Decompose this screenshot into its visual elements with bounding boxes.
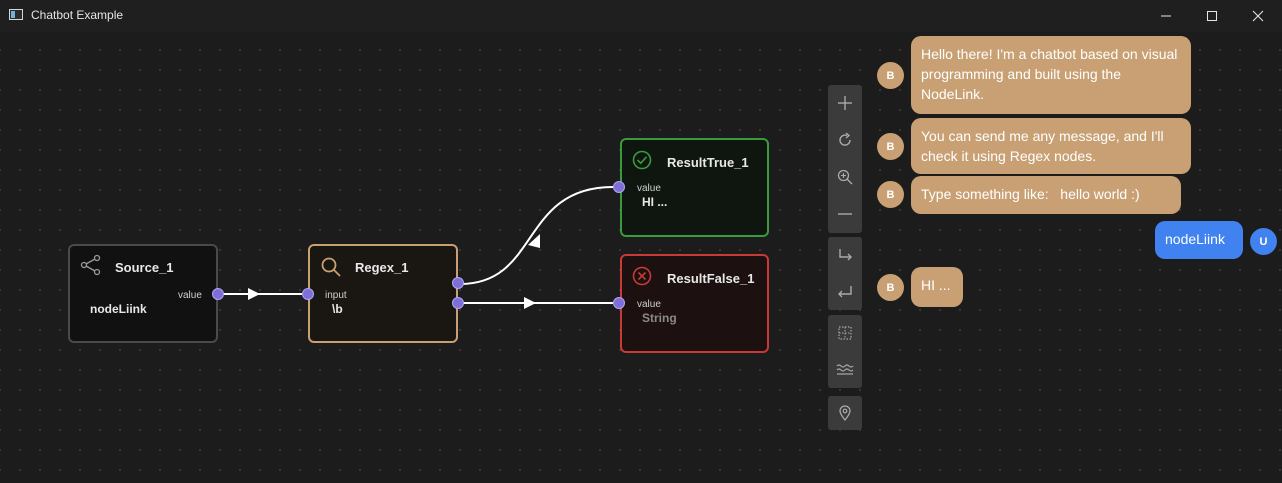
result-false-input-port[interactable] [613, 297, 625, 309]
zoom-in-button[interactable] [828, 85, 862, 121]
share-icon [80, 254, 101, 276]
result-true-input-port[interactable] [613, 181, 625, 193]
display-toolbar [828, 315, 862, 388]
node-title: ResultFalse_1 [667, 271, 755, 286]
grid-icon [838, 326, 852, 340]
plus-icon [838, 96, 852, 110]
zoom-out-button[interactable] [828, 196, 862, 232]
maximize-icon [1207, 11, 1217, 21]
regex-input-port[interactable] [302, 288, 314, 300]
error-circle-icon [632, 266, 652, 286]
regex-output-true-port[interactable] [452, 277, 464, 289]
rotate-icon [839, 132, 851, 146]
port-label: input [325, 290, 347, 301]
edge-arrow [528, 234, 540, 248]
maximize-button[interactable] [1189, 0, 1235, 32]
bot-message: You can send me any message, and I'll ch… [911, 118, 1191, 174]
edge-arrow [524, 297, 536, 309]
node-canvas[interactable]: Source_1 value nodeLiink Regex_1 input \… [0, 32, 1282, 483]
edge-regex-true [459, 186, 614, 285]
check-circle-icon [632, 150, 652, 170]
bot-message: Type something like: hello world :) [911, 176, 1181, 214]
result-true-node[interactable]: ResultTrue_1 value HI ... [620, 138, 769, 237]
port-label: value [178, 290, 202, 301]
port-label: value [637, 183, 661, 194]
user-avatar: U [1250, 228, 1277, 255]
step-over-icon [839, 249, 852, 261]
minimize-icon [1161, 15, 1171, 17]
waves-icon [836, 364, 854, 375]
edge-arrow [248, 288, 260, 300]
grid-toggle-button[interactable] [828, 315, 862, 351]
view-toolbar [828, 85, 862, 233]
location-pin-icon [839, 405, 851, 421]
node-title: Regex_1 [355, 260, 409, 275]
edges-layer [218, 186, 614, 309]
node-value: nodeLiink [90, 302, 147, 316]
minus-icon [838, 213, 852, 215]
zoom-icon [837, 169, 853, 185]
regex-node[interactable]: Regex_1 input \b [308, 244, 458, 343]
node-value: HI ... [642, 195, 668, 209]
close-icon [1252, 10, 1264, 22]
close-button[interactable] [1235, 0, 1281, 32]
bot-avatar: B [877, 62, 904, 89]
bot-avatar: B [877, 274, 904, 301]
bot-avatar: B [877, 133, 904, 160]
reset-view-button[interactable] [828, 122, 862, 158]
node-value: \b [332, 302, 343, 316]
flow-toolbar [828, 237, 862, 310]
location-toolbar [828, 396, 862, 430]
search-icon [321, 257, 341, 277]
node-value: String [642, 311, 677, 325]
port-label: value [637, 299, 661, 310]
locate-button[interactable] [828, 396, 862, 430]
result-false-node[interactable]: ResultFalse_1 value String [620, 254, 769, 353]
step-button[interactable] [828, 237, 862, 273]
source-output-port[interactable] [212, 288, 224, 300]
user-message: nodeLiink [1155, 221, 1243, 259]
regex-output-false-port[interactable] [452, 297, 464, 309]
zoom-fit-button[interactable] [828, 159, 862, 195]
bot-message: HI ... [911, 267, 963, 307]
enter-icon [838, 286, 852, 298]
node-title: ResultTrue_1 [667, 155, 749, 170]
node-title: Source_1 [115, 260, 174, 275]
enter-button[interactable] [828, 274, 862, 310]
bot-avatar: B [877, 181, 904, 208]
title-bar: Chatbot Example [0, 0, 1282, 32]
minimize-button[interactable] [1143, 0, 1189, 32]
app-icon [9, 9, 23, 20]
waves-button[interactable] [828, 352, 862, 388]
window-title: Chatbot Example [31, 8, 124, 22]
bot-message: Hello there! I'm a chatbot based on visu… [911, 36, 1191, 114]
source-node[interactable]: Source_1 value nodeLiink [68, 244, 218, 343]
